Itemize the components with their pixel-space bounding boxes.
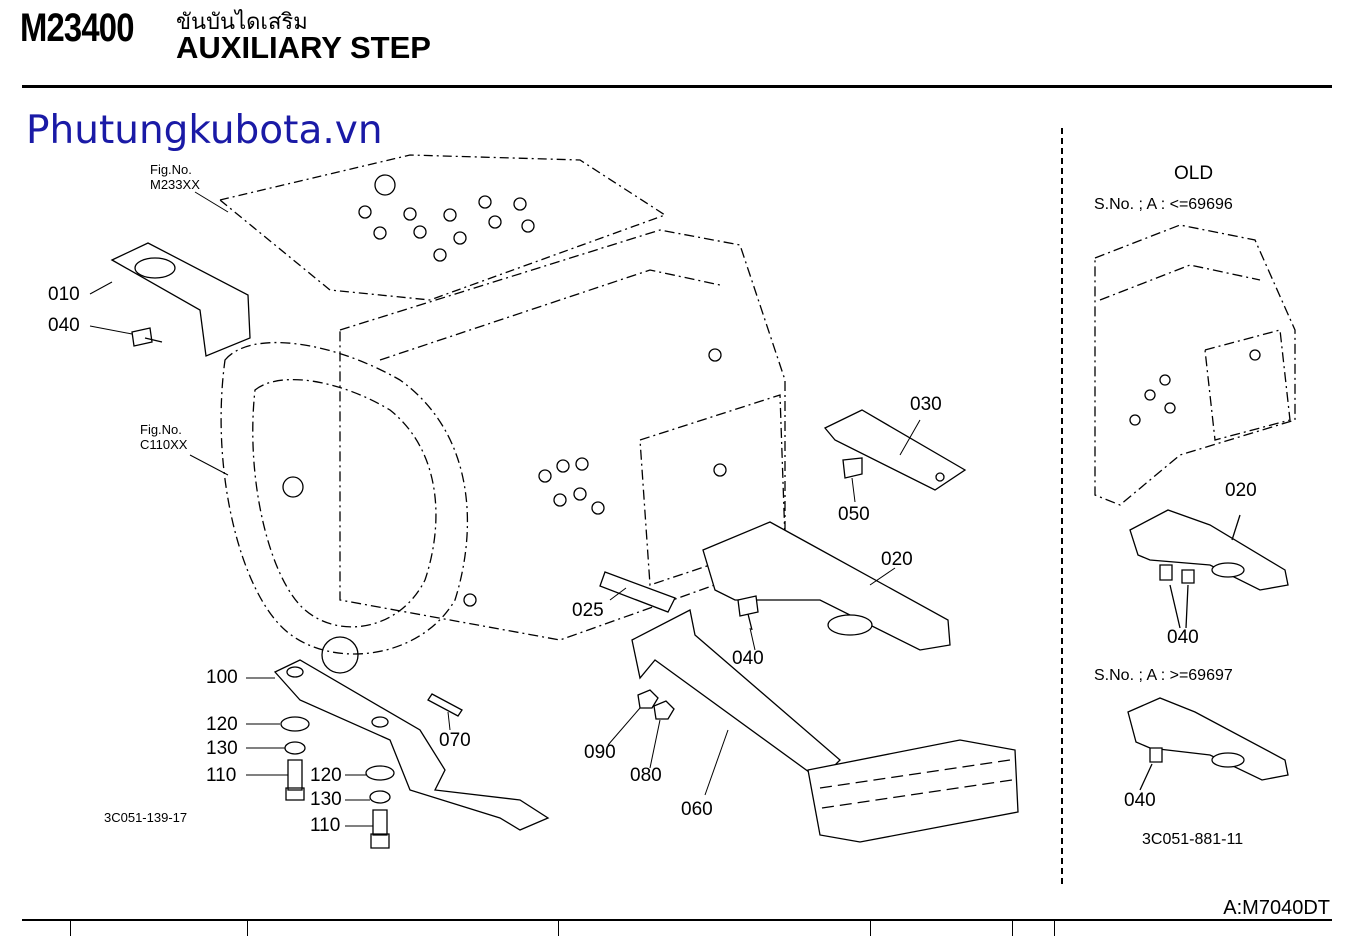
callout-110: 110 bbox=[206, 765, 237, 786]
fig-ref-value: M233XX bbox=[150, 177, 200, 192]
old-bracket-020 bbox=[1129, 509, 1289, 591]
step-tread bbox=[807, 739, 1019, 843]
washer-130-right bbox=[369, 790, 391, 804]
step-bracket-100 bbox=[273, 659, 550, 831]
callout-090: 090 bbox=[584, 742, 616, 763]
part-code: M23400 bbox=[20, 6, 134, 50]
callout-100: 100 bbox=[206, 667, 238, 688]
page-title: AUXILIARY STEP bbox=[176, 30, 431, 65]
old-housing bbox=[1094, 224, 1296, 506]
step-arm-060 bbox=[631, 609, 841, 781]
bolt-040-top bbox=[131, 327, 163, 347]
serial-old: S.No. ; A : <=69696 bbox=[1094, 196, 1233, 213]
callout-080: 080 bbox=[630, 765, 662, 786]
callout-050: 050 bbox=[838, 504, 870, 525]
fig-ref-c110: Fig.No. C110XX bbox=[140, 422, 187, 452]
callout-110: 110 bbox=[310, 815, 341, 836]
bolt-040-mid bbox=[737, 595, 759, 631]
callout-120: 120 bbox=[310, 765, 342, 786]
housing-side-box bbox=[639, 394, 786, 586]
old-bolt-040-a bbox=[1159, 564, 1173, 581]
watermark: Phutungkubota.vn bbox=[26, 108, 383, 153]
callout-060: 060 bbox=[681, 799, 713, 820]
flange-bolts bbox=[463, 348, 727, 607]
section-divider bbox=[1061, 128, 1063, 884]
old-bolt-040-b bbox=[1181, 569, 1195, 584]
fig-ref-m233: Fig.No. M233XX bbox=[150, 162, 200, 192]
pin-025 bbox=[599, 571, 676, 613]
fig-ref-value: C110XX bbox=[140, 437, 188, 452]
old-callout-020: 020 bbox=[1225, 480, 1257, 501]
bolt-110-left bbox=[285, 759, 305, 801]
callout-130: 130 bbox=[310, 789, 342, 810]
new-callout-040: 040 bbox=[1124, 790, 1156, 811]
new-bracket-020 bbox=[1127, 697, 1289, 781]
leader-lines bbox=[89, 191, 921, 827]
stud-070 bbox=[427, 693, 463, 717]
callout-130: 130 bbox=[206, 738, 238, 759]
washer-120-right bbox=[365, 765, 395, 781]
callout-040: 040 bbox=[48, 315, 80, 336]
clutch-housing-inner bbox=[252, 379, 437, 628]
nut-080 bbox=[653, 700, 675, 720]
callout-020: 020 bbox=[881, 549, 913, 570]
callout-030: 030 bbox=[910, 394, 942, 415]
header-rule bbox=[22, 85, 1332, 88]
drawing-number: 3C051-139-17 bbox=[104, 810, 188, 825]
callout-010: 010 bbox=[48, 284, 80, 305]
footer-table bbox=[22, 919, 1332, 936]
fig-ref-label: Fig.No. bbox=[150, 162, 192, 177]
nut-090 bbox=[637, 689, 659, 709]
fig-ref-label: Fig.No. bbox=[140, 422, 182, 437]
side-drawing-number: 3C051-881-11 bbox=[1142, 831, 1244, 848]
clutch-housing-flange bbox=[220, 341, 468, 655]
housing-top-holes bbox=[358, 174, 535, 262]
new-bolt-040 bbox=[1149, 747, 1163, 763]
bracket-030 bbox=[823, 409, 967, 491]
serial-new: S.No. ; A : >=69697 bbox=[1094, 667, 1233, 684]
housing-body bbox=[339, 229, 786, 641]
bolt-050 bbox=[842, 457, 863, 479]
housing-body-inner bbox=[379, 269, 721, 361]
callout-070: 070 bbox=[439, 730, 471, 751]
model-code: A:M7040DT bbox=[1223, 897, 1330, 919]
washer-120-left bbox=[280, 716, 310, 732]
step-bracket-020 bbox=[702, 521, 951, 651]
old-callout-040: 040 bbox=[1167, 627, 1199, 648]
callout-025: 025 bbox=[572, 600, 604, 621]
callout-040: 040 bbox=[732, 648, 764, 669]
housing-top-plate bbox=[218, 154, 667, 301]
callout-120: 120 bbox=[206, 714, 238, 735]
old-title: OLD bbox=[1174, 163, 1214, 184]
page-title-thai: ขันบันไดเสริม bbox=[176, 10, 308, 35]
bolt-110-right bbox=[370, 809, 390, 849]
washer-130-left bbox=[284, 741, 306, 755]
